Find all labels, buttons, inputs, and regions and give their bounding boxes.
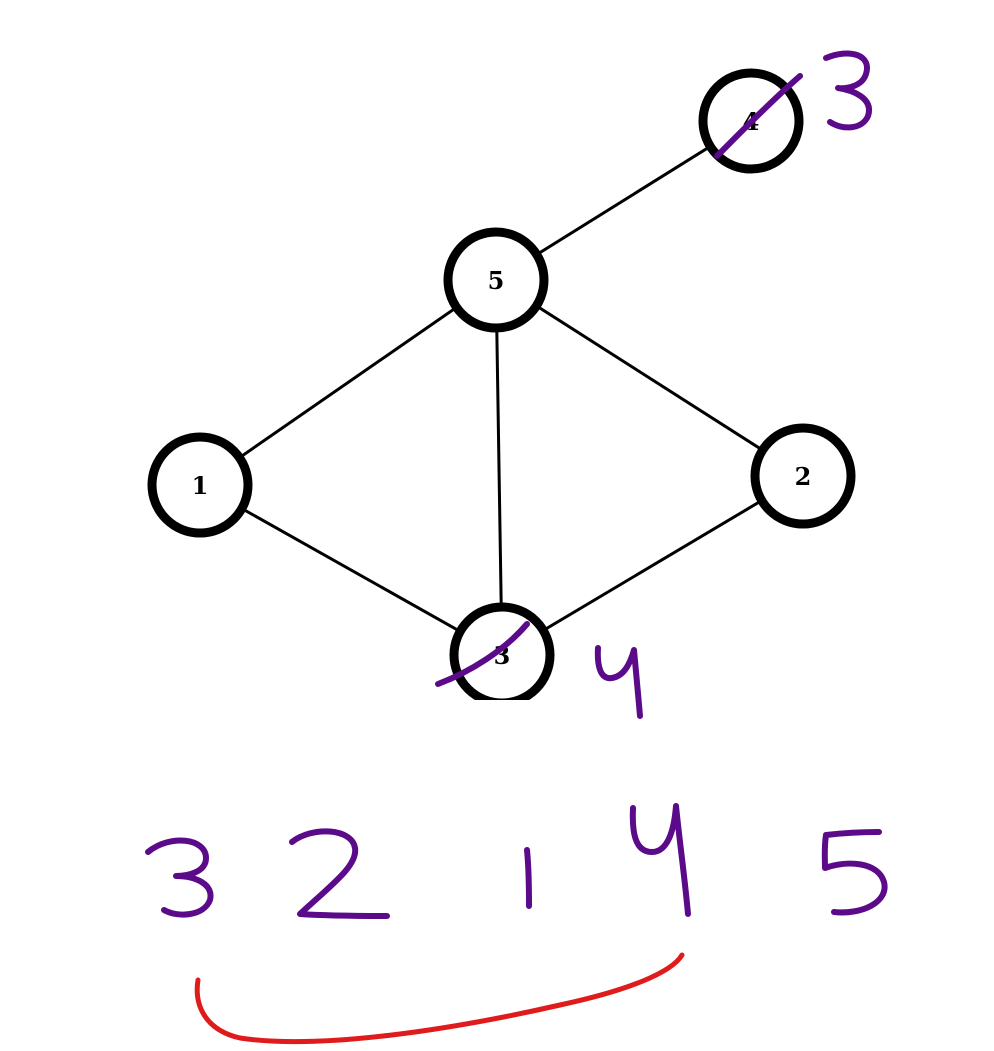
edge-3-2: [501, 474, 804, 657]
handwritten-relabel-node-4: [823, 50, 872, 131]
handwritten-digit-4: [594, 645, 643, 719]
node-5-label: 5: [488, 266, 505, 295]
ordering-digit-5: [821, 829, 888, 916]
handwritten-relabel-node-3: [594, 645, 643, 719]
node-3: 3: [449, 602, 555, 708]
crop-mask: [440, 700, 580, 720]
ordering-digit-4: [629, 803, 691, 917]
edge-1-3: [199, 483, 503, 657]
node-1: 1: [147, 432, 253, 538]
handwritten-ordering: [145, 803, 888, 919]
node-4-strikethrough: [714, 73, 803, 159]
node-2: 2: [750, 423, 856, 529]
edge-5-2: [495, 278, 804, 478]
node-5: 5: [443, 227, 549, 333]
node-2-label: 2: [795, 462, 812, 491]
node-1-circle: [147, 432, 253, 538]
ordering-digit-1: [524, 847, 532, 909]
node-5-circle: [443, 227, 549, 333]
ordering-digit-3: [145, 837, 214, 918]
edge-5-3: [494, 279, 504, 656]
handwritten-digit-3: [823, 50, 872, 131]
edge-5-1: [199, 278, 497, 487]
node-2-circle: [750, 423, 856, 529]
ordering-digit-2: [289, 828, 390, 919]
node-3-strikethrough: [435, 621, 530, 687]
edge-layer: [199, 119, 804, 657]
node-1-label: 1: [192, 471, 209, 500]
ordering-bracket: [194, 952, 685, 1045]
